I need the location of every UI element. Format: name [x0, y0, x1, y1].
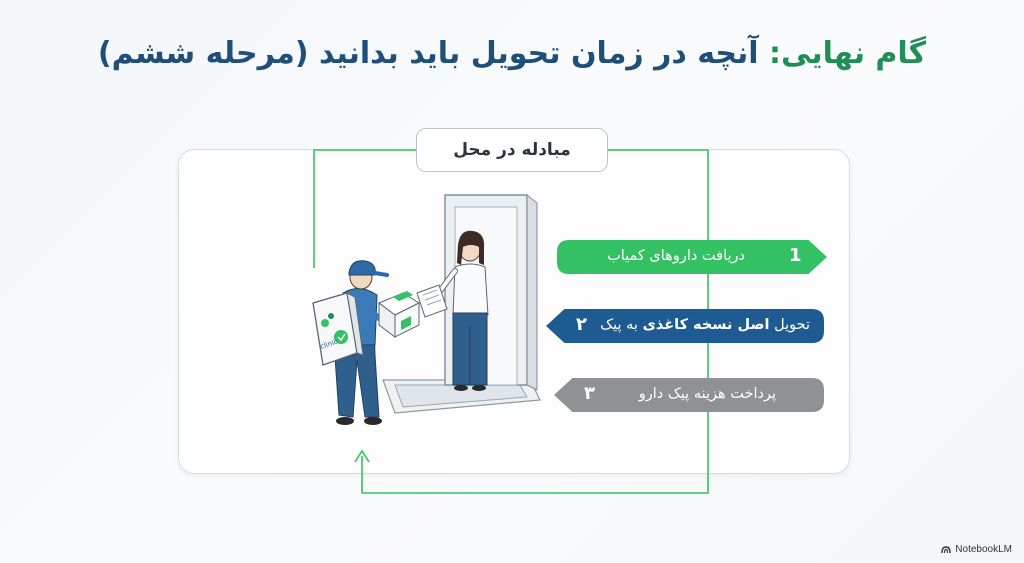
step-2-arrow: ۲ تحویل اصل نسخه کاغذی به پیک: [546, 309, 824, 343]
step-2-arrow-shape: [546, 309, 824, 343]
step-3-arrow: ۳ پرداخت هزینه پیک دارو: [554, 378, 824, 412]
step-3-label: پرداخت هزینه پیک دارو: [638, 386, 776, 402]
brand-name: NotebookLM: [955, 544, 1012, 555]
step-1-arrow: 1 دریافت داروهای کمیاب: [557, 240, 827, 274]
prescription-paper-icon: [416, 284, 448, 318]
step-2-label-bold: اصل نسخه کاغذی: [642, 317, 770, 333]
package-box-icon: [378, 291, 421, 338]
step-2-label-after: به پیک: [600, 317, 643, 333]
title-green: گام نهایی:: [769, 36, 927, 71]
step-1-arrow-shape: [557, 240, 827, 274]
notebooklm-brand: NotebookLM: [941, 544, 1012, 555]
step-2-number: ۲: [576, 314, 587, 335]
step-2-label-plain: تحویل: [769, 317, 810, 333]
title-blue: آنچه در زمان تحویل باید بدانید (مرحله شش…: [97, 36, 759, 71]
step-1-label: دریافت داروهای کمیاب: [607, 248, 745, 264]
notebooklm-logo-icon: [941, 545, 951, 553]
step-1-number: 1: [789, 245, 802, 266]
backpack-icon: clinic: [312, 292, 364, 366]
box-label: مبادله در محل: [416, 128, 608, 172]
delivery-illustration: clinic: [312, 193, 541, 425]
step-3-arrow-shape: [554, 378, 824, 412]
step-3-number: ۳: [584, 383, 595, 404]
slide-title: گام نهایی: آنچه در زمان تحویل باید بدانی…: [0, 36, 1024, 71]
step-2-label: تحویل اصل نسخه کاغذی به پیک: [600, 317, 810, 333]
